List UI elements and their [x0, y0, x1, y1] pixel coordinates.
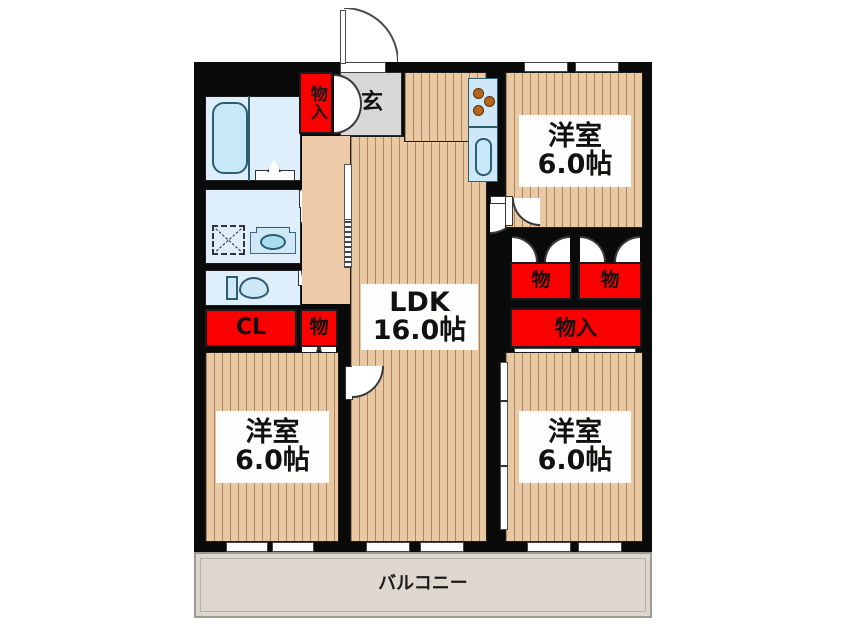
hall-closet-cl — [205, 309, 297, 347]
center-closet — [510, 308, 642, 348]
bedroom-bottom-right-floor — [505, 352, 643, 542]
ldk-floor — [350, 136, 487, 542]
window-bottom-right-1 — [527, 542, 571, 552]
hall-small-storage — [300, 309, 338, 347]
ldk-hall-sliding-door-icon[interactable] — [344, 220, 352, 268]
bedroom-bottom-left-floor — [205, 352, 339, 542]
window-ldk-1 — [366, 542, 410, 552]
bedroom-right-small-storage — [578, 262, 642, 300]
kitchen-counter-split — [468, 126, 498, 128]
balcony-inner-edge — [200, 558, 646, 612]
bedroom-bottom-right-sliding-door[interactable] — [500, 362, 508, 530]
kitchen-sink-icon — [475, 138, 492, 176]
washbasin-counter-edge — [256, 227, 290, 233]
bathroom-divider — [248, 96, 250, 181]
stove-burner-2-icon — [484, 96, 495, 107]
ldk-hall-sliding-door-frame — [344, 164, 352, 220]
front-door-swing-icon — [343, 8, 398, 63]
window-bottom-left-2 — [272, 542, 314, 552]
window-top-right-1 — [524, 62, 568, 72]
toilet-bowl-icon — [239, 277, 269, 299]
toilet-tank-icon — [226, 276, 238, 300]
washbasin-bowl-icon — [260, 234, 286, 250]
washing-machine-space-icon — [212, 225, 245, 255]
window-bottom-left-1 — [226, 542, 268, 552]
bedroom-left-small-storage — [510, 262, 572, 300]
stove-burner-3-icon — [473, 105, 484, 116]
window-bottom-right-2 — [578, 542, 622, 552]
front-door-leaf-icon — [340, 10, 346, 64]
window-top-right-2 — [575, 62, 619, 72]
front-door-opening — [340, 62, 386, 73]
stove-burner-1-icon — [473, 88, 484, 99]
bedroom-bottom-right-sliding-door-mark-2 — [500, 465, 508, 467]
hallway-floor-upper — [302, 136, 352, 190]
bathtub-icon — [212, 102, 248, 174]
entrance-closet — [299, 72, 333, 134]
balcony — [194, 552, 652, 618]
window-ldk-2 — [420, 542, 464, 552]
bedroom-top-right-door-leaf-icon — [505, 196, 513, 226]
bedroom-bottom-right-sliding-door-mark-1 — [500, 400, 508, 402]
